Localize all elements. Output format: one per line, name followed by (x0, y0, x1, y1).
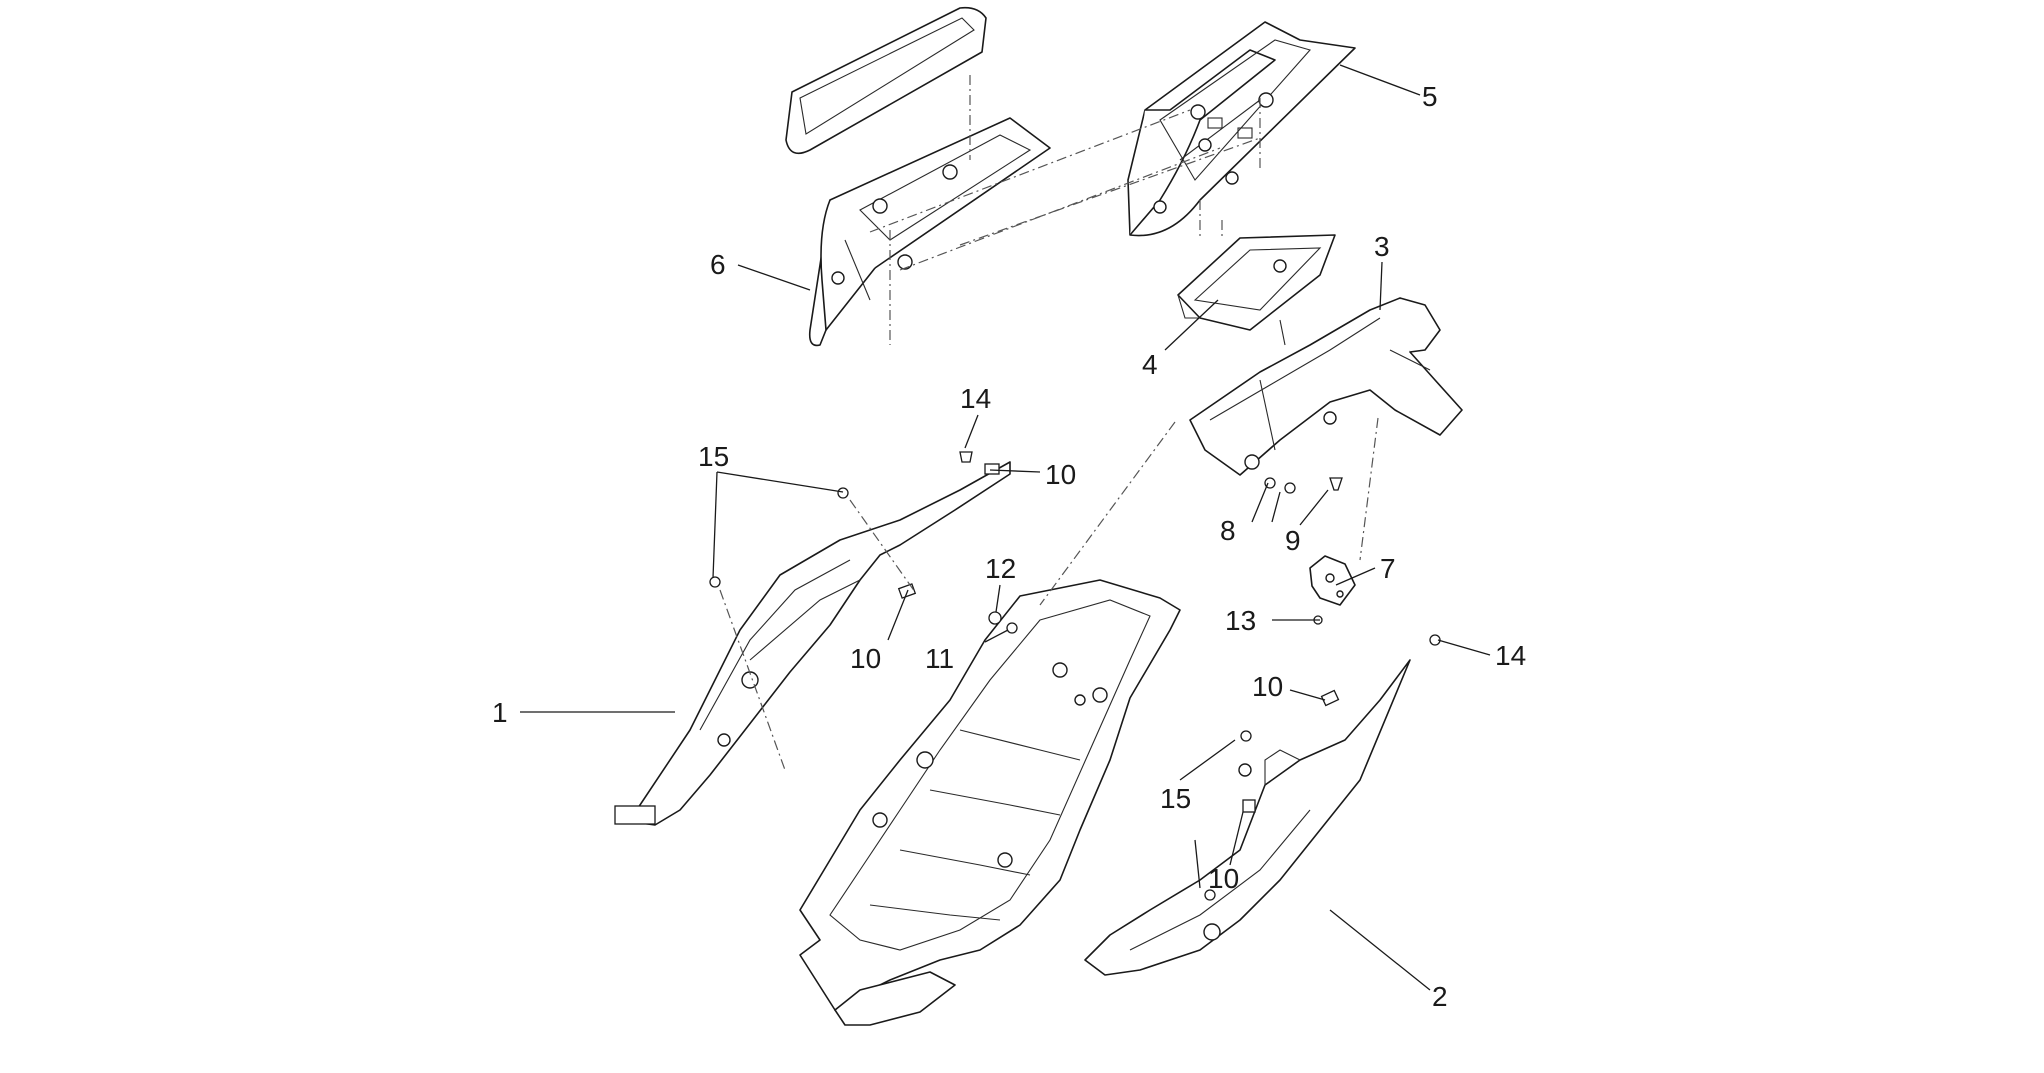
callout-9: 9 (1285, 525, 1301, 556)
central-subframe (799, 579, 1181, 1026)
callout-13: 13 (1225, 605, 1256, 636)
callout-15-right: 15 (1160, 783, 1191, 814)
callout-6: 6 (710, 249, 726, 280)
callout-10-top: 10 (1045, 459, 1076, 490)
callout-11: 11 (925, 643, 954, 674)
callout-10-mid: 10 (850, 643, 881, 674)
callout-2: 2 (1432, 981, 1448, 1012)
callout-3: 3 (1374, 231, 1390, 262)
callout-5: 5 (1422, 81, 1438, 112)
part-6-seat-pad-cover (785, 6, 1051, 347)
part-4-tray (1177, 234, 1336, 346)
part-7-bracket (1309, 555, 1356, 606)
callout-14-top: 14 (960, 383, 991, 414)
leader-lines (520, 64, 1491, 991)
callout-4: 4 (1142, 349, 1158, 380)
callout-12: 12 (985, 553, 1016, 584)
callout-14-right: 14 (1495, 640, 1526, 671)
callout-10-right: 10 (1252, 671, 1283, 702)
callout-15-left: 15 (698, 441, 729, 472)
alignment-lines (719, 75, 1379, 771)
part-3-rear-fender (1189, 297, 1463, 476)
callout-10-low: 10 (1208, 863, 1239, 894)
callout-8: 8 (1220, 515, 1236, 546)
part-2-right-side-panel (1084, 659, 1411, 976)
part-5-rear-cover (1127, 21, 1356, 237)
callout-7: 7 (1380, 553, 1396, 584)
callout-1: 1 (492, 697, 508, 728)
callout-labels: 5 6 3 4 14 15 10 12 8 9 7 10 11 13 14 1 … (492, 81, 1526, 1012)
